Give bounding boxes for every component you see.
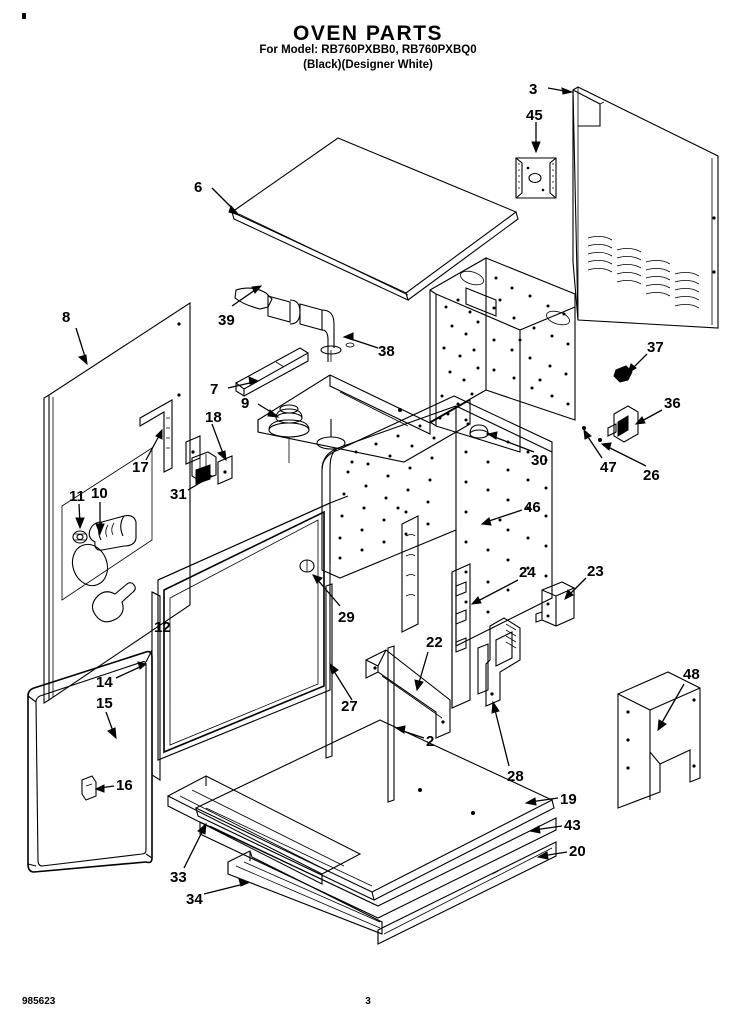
callout-23[interactable]: 23 [587, 563, 604, 580]
part-interlock-switch-31 [191, 451, 217, 485]
part-cavity-insulation-46 [321, 395, 553, 647]
part-oven-cavity-box [157, 495, 349, 761]
callout-18[interactable]: 18 [205, 409, 222, 426]
callout-27[interactable]: 27 [341, 698, 358, 715]
callout-38[interactable]: 38 [378, 343, 395, 360]
callout-43[interactable]: 43 [564, 817, 581, 834]
part-top-panel [230, 137, 519, 302]
part-hinge-bracket-28 [477, 617, 521, 707]
callout-15[interactable]: 15 [96, 695, 113, 712]
part-side-support-rail-24 [451, 563, 471, 709]
part-deck-trim-rail-7 [234, 347, 310, 397]
part-lamp-nut-11 [72, 530, 88, 544]
callout-9[interactable]: 9 [241, 395, 250, 412]
part-support-bracket-17 [139, 399, 173, 473]
callout-16[interactable]: 16 [116, 777, 133, 794]
callout-17[interactable]: 17 [132, 459, 149, 476]
callout-3[interactable]: 3 [529, 81, 538, 98]
callout-37[interactable]: 37 [647, 339, 664, 356]
part-drawer-rail-33 [166, 775, 362, 885]
callout-29[interactable]: 29 [338, 609, 355, 626]
part-deck-misc [401, 515, 419, 633]
part-light-bulb-12 [91, 582, 136, 623]
callout-30[interactable]: 30 [531, 452, 548, 469]
callout-10[interactable]: 10 [91, 485, 108, 502]
callout-12[interactable]: 12 [154, 619, 171, 636]
callout-26[interactable]: 26 [643, 467, 660, 484]
callout-19[interactable]: 19 [560, 791, 577, 808]
callout-39[interactable]: 39 [218, 312, 235, 329]
part-rear-bracket-48 [617, 671, 701, 809]
callout-14[interactable]: 14 [96, 674, 113, 691]
part-bottom-panel-19 [194, 719, 555, 901]
part-vent-elbow-38 [345, 342, 355, 348]
callout-6[interactable]: 6 [194, 179, 203, 196]
part-wire-clip-37 [613, 365, 633, 383]
callout-22[interactable]: 22 [426, 634, 443, 651]
part-cross-brace-22 [365, 649, 451, 739]
part-oven-deck [257, 374, 471, 463]
callout-34[interactable]: 34 [186, 891, 203, 908]
callout-7[interactable]: 7 [210, 381, 219, 398]
callout-2[interactable]: 2 [426, 733, 435, 750]
callout-28[interactable]: 28 [507, 768, 524, 785]
part-door-switch-36 [607, 405, 639, 443]
part-drawer-rail-34 [227, 850, 383, 935]
part-gasket-clip-16 [81, 775, 97, 801]
part-insulation-plug-30 [469, 424, 489, 439]
callout-36[interactable]: 36 [664, 395, 681, 412]
callout-11[interactable]: 11 [69, 488, 85, 505]
page-title: OVEN PARTS [293, 22, 443, 45]
part-tube-fitting-39 [234, 287, 342, 362]
callout-31[interactable]: 31 [170, 486, 187, 503]
part-right-side-panel [572, 86, 719, 329]
part-front-trim-rail-20 [377, 841, 557, 945]
part-door-gasket-15 [27, 649, 153, 873]
callout-48[interactable]: 48 [683, 666, 700, 683]
part-grommet-plug-9 [268, 404, 310, 463]
finish-line: (Black)(Designer White) [303, 59, 433, 71]
part-front-frame-post-27 [325, 583, 333, 759]
callout-33[interactable]: 33 [170, 869, 187, 886]
part-cavity-plug-29 [299, 559, 315, 573]
callout-47[interactable]: 47 [600, 459, 617, 476]
corner-registration-tick [22, 13, 26, 19]
callout-24[interactable]: 24 [519, 564, 536, 581]
part-tie-rod-2 [387, 645, 395, 803]
callout-leaders [75, 87, 685, 895]
model-line: For Model: RB760PXBB0, RB760PXBQ0 [259, 44, 477, 56]
part-bottom-trim-rail-43 [199, 817, 557, 919]
part-mounting-bracket-45 [515, 157, 557, 199]
part-lamp-socket [71, 515, 137, 587]
part-rear-hardware [582, 426, 602, 442]
part-left-side-panel [43, 301, 191, 704]
callout-8[interactable]: 8 [62, 309, 71, 326]
sheet-part-number: 985623 [22, 996, 56, 1007]
callout-46[interactable]: 46 [524, 499, 541, 516]
callout-20[interactable]: 20 [569, 843, 586, 860]
callout-45[interactable]: 45 [526, 107, 543, 124]
part-rear-insulation [429, 257, 576, 453]
part-terminal-cover-23 [535, 581, 575, 627]
page-number: 3 [365, 996, 371, 1007]
